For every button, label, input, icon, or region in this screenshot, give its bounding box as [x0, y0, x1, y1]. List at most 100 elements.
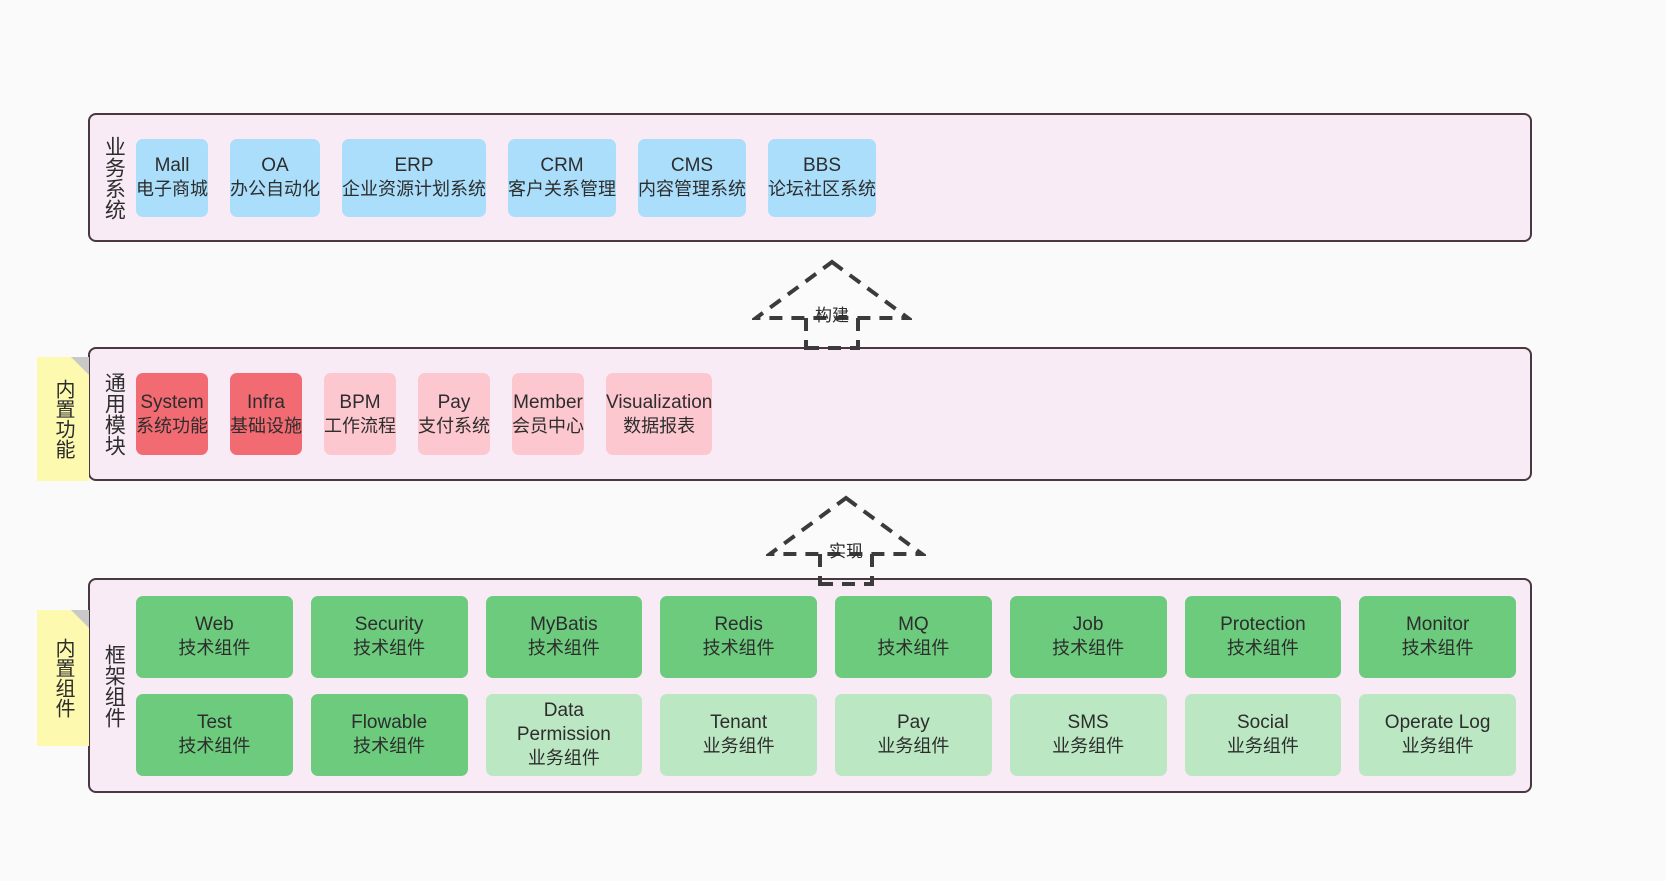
component-column-7: Protection 技术组件 Social 业务组件 — [1184, 595, 1342, 776]
components-card-row: Web 技术组件 Test 技术组件 Security 技术组件 F — [136, 595, 1516, 776]
card-pay-component[interactable]: Pay 业务组件 — [835, 693, 992, 776]
card-flowable[interactable]: Flowable 技术组件 — [310, 693, 468, 776]
note-builtin-features-label: 内置功能 — [52, 379, 74, 459]
modules-card-row: System 系统功能 Infra 基础设施 BPM 工作流程 Pay 支付系统… — [136, 373, 1516, 455]
card-system-en: System — [140, 391, 204, 413]
card-web[interactable]: Web 技术组件 — [136, 595, 293, 678]
note-fold-icon — [71, 357, 89, 375]
card-mq[interactable]: MQ 技术组件 — [835, 595, 992, 678]
component-column-8: Monitor 技术组件 Operate Log 业务组件 — [1359, 595, 1516, 776]
card-job-cn: 技术组件 — [1052, 638, 1125, 659]
connector-build-label: 构建 — [815, 306, 849, 325]
card-tenant-en: Tenant — [710, 712, 768, 734]
card-visualization-cn: 数据报表 — [623, 415, 696, 436]
note-builtin-components: 内置组件 — [37, 610, 89, 746]
component-column-1: Web 技术组件 Test 技术组件 — [136, 595, 293, 776]
card-protection-en: Protection — [1220, 614, 1306, 636]
card-pay-module[interactable]: Pay 支付系统 — [418, 373, 490, 455]
card-job[interactable]: Job 技术组件 — [1009, 595, 1167, 678]
component-column-3: MyBatis 技术组件 Data Permission 业务组件 — [485, 595, 643, 776]
generalization-arrow-icon — [763, 495, 929, 586]
card-protection-cn: 技术组件 — [1226, 638, 1299, 659]
card-member[interactable]: Member 会员中心 — [512, 373, 584, 455]
card-security-en: Security — [354, 614, 424, 636]
note-builtin-components-label: 内置组件 — [52, 638, 74, 718]
component-column-4: Redis 技术组件 Tenant 业务组件 — [660, 595, 817, 776]
card-system[interactable]: System 系统功能 — [136, 373, 208, 455]
component-column-5: MQ 技术组件 Pay 业务组件 — [835, 595, 992, 776]
card-cms-cn: 内容管理系统 — [638, 179, 746, 200]
card-erp-cn: 企业资源计划系统 — [342, 179, 486, 200]
card-data-permission-cn: 业务组件 — [527, 748, 600, 769]
card-flowable-en: Flowable — [351, 712, 428, 734]
card-crm-cn: 客户关系管理 — [508, 179, 616, 200]
card-operate-log-en: Operate Log — [1384, 712, 1491, 734]
card-flowable-cn: 技术组件 — [353, 736, 426, 757]
card-crm-en: CRM — [540, 155, 584, 177]
card-sms[interactable]: SMS 业务组件 — [1009, 693, 1167, 776]
card-erp-en: ERP — [394, 155, 434, 177]
card-infra[interactable]: Infra 基础设施 — [230, 373, 302, 455]
card-redis-cn: 技术组件 — [702, 638, 775, 659]
card-oa[interactable]: OA 办公自动化 — [230, 138, 320, 217]
component-column-6: Job 技术组件 SMS 业务组件 — [1009, 595, 1167, 776]
card-system-cn: 系统功能 — [136, 415, 208, 436]
card-redis-en: Redis — [714, 614, 763, 636]
card-monitor[interactable]: Monitor 技术组件 — [1359, 595, 1516, 678]
layer-components-title: 框架组件 — [102, 643, 126, 728]
card-visualization[interactable]: Visualization 数据报表 — [606, 373, 713, 455]
card-bpm[interactable]: BPM 工作流程 — [324, 373, 396, 455]
card-test-en: Test — [196, 712, 232, 734]
card-bbs[interactable]: BBS 论坛社区系统 — [768, 138, 876, 217]
card-web-cn: 技术组件 — [178, 638, 251, 659]
card-cms-en: CMS — [670, 155, 714, 177]
card-mall[interactable]: Mall 电子商城 — [136, 138, 208, 217]
layer-business-body: Mall 电子商城 OA 办公自动化 ERP 企业资源计划系统 CRM 客户关系… — [136, 115, 1530, 240]
note-builtin-features: 内置功能 — [37, 357, 89, 481]
card-redis[interactable]: Redis 技术组件 — [660, 595, 817, 678]
card-protection[interactable]: Protection 技术组件 — [1184, 595, 1342, 678]
card-security-cn: 技术组件 — [353, 638, 426, 659]
card-job-en: Job — [1072, 614, 1104, 636]
business-card-row: Mall 电子商城 OA 办公自动化 ERP 企业资源计划系统 CRM 客户关系… — [136, 138, 1516, 217]
card-pay-module-cn: 支付系统 — [418, 415, 490, 436]
card-oa-en: OA — [261, 155, 289, 177]
card-member-cn: 会员中心 — [512, 415, 584, 436]
card-mybatis[interactable]: MyBatis 技术组件 — [485, 595, 643, 678]
layer-common-modules: 通用模块 System 系统功能 Infra 基础设施 BPM 工作流程 Pay — [88, 347, 1532, 481]
card-mall-en: Mall — [154, 155, 190, 177]
card-social[interactable]: Social 业务组件 — [1184, 693, 1342, 776]
layer-framework-components: 框架组件 Web 技术组件 Test 技术组件 Se — [88, 578, 1532, 793]
card-cms[interactable]: CMS 内容管理系统 — [638, 138, 746, 217]
card-crm[interactable]: CRM 客户关系管理 — [508, 138, 616, 217]
card-infra-en: Infra — [246, 391, 286, 413]
generalization-arrow-icon — [749, 259, 915, 350]
card-visualization-en: Visualization — [606, 391, 713, 413]
connector-build: 构建 — [749, 258, 915, 350]
card-data-permission[interactable]: Data Permission 业务组件 — [485, 693, 643, 776]
card-data-permission-en: Data Permission — [516, 700, 611, 746]
card-mq-en: MQ — [898, 614, 929, 636]
card-member-en: Member — [513, 391, 583, 413]
card-oa-cn: 办公自动化 — [230, 179, 320, 200]
card-bbs-en: BBS — [802, 155, 842, 177]
layer-modules-title: 通用模块 — [102, 372, 126, 456]
card-operate-log[interactable]: Operate Log 业务组件 — [1359, 693, 1516, 776]
card-mybatis-cn: 技术组件 — [527, 638, 600, 659]
card-test[interactable]: Test 技术组件 — [136, 693, 293, 776]
card-tenant[interactable]: Tenant 业务组件 — [660, 693, 817, 776]
card-mall-cn: 电子商城 — [136, 179, 208, 200]
card-web-en: Web — [195, 614, 234, 636]
layer-business-title: 业务系统 — [102, 135, 126, 220]
card-test-cn: 技术组件 — [178, 736, 251, 757]
card-tenant-cn: 业务组件 — [702, 736, 775, 757]
card-pay-component-en: Pay — [897, 712, 930, 734]
connector-implement: 实现 — [763, 494, 929, 586]
note-fold-icon — [71, 610, 89, 628]
card-social-en: Social — [1237, 712, 1289, 734]
card-erp[interactable]: ERP 企业资源计划系统 — [342, 138, 486, 217]
card-operate-log-cn: 业务组件 — [1401, 736, 1474, 757]
connector-implement-label: 实现 — [829, 542, 863, 561]
card-security[interactable]: Security 技术组件 — [310, 595, 468, 678]
